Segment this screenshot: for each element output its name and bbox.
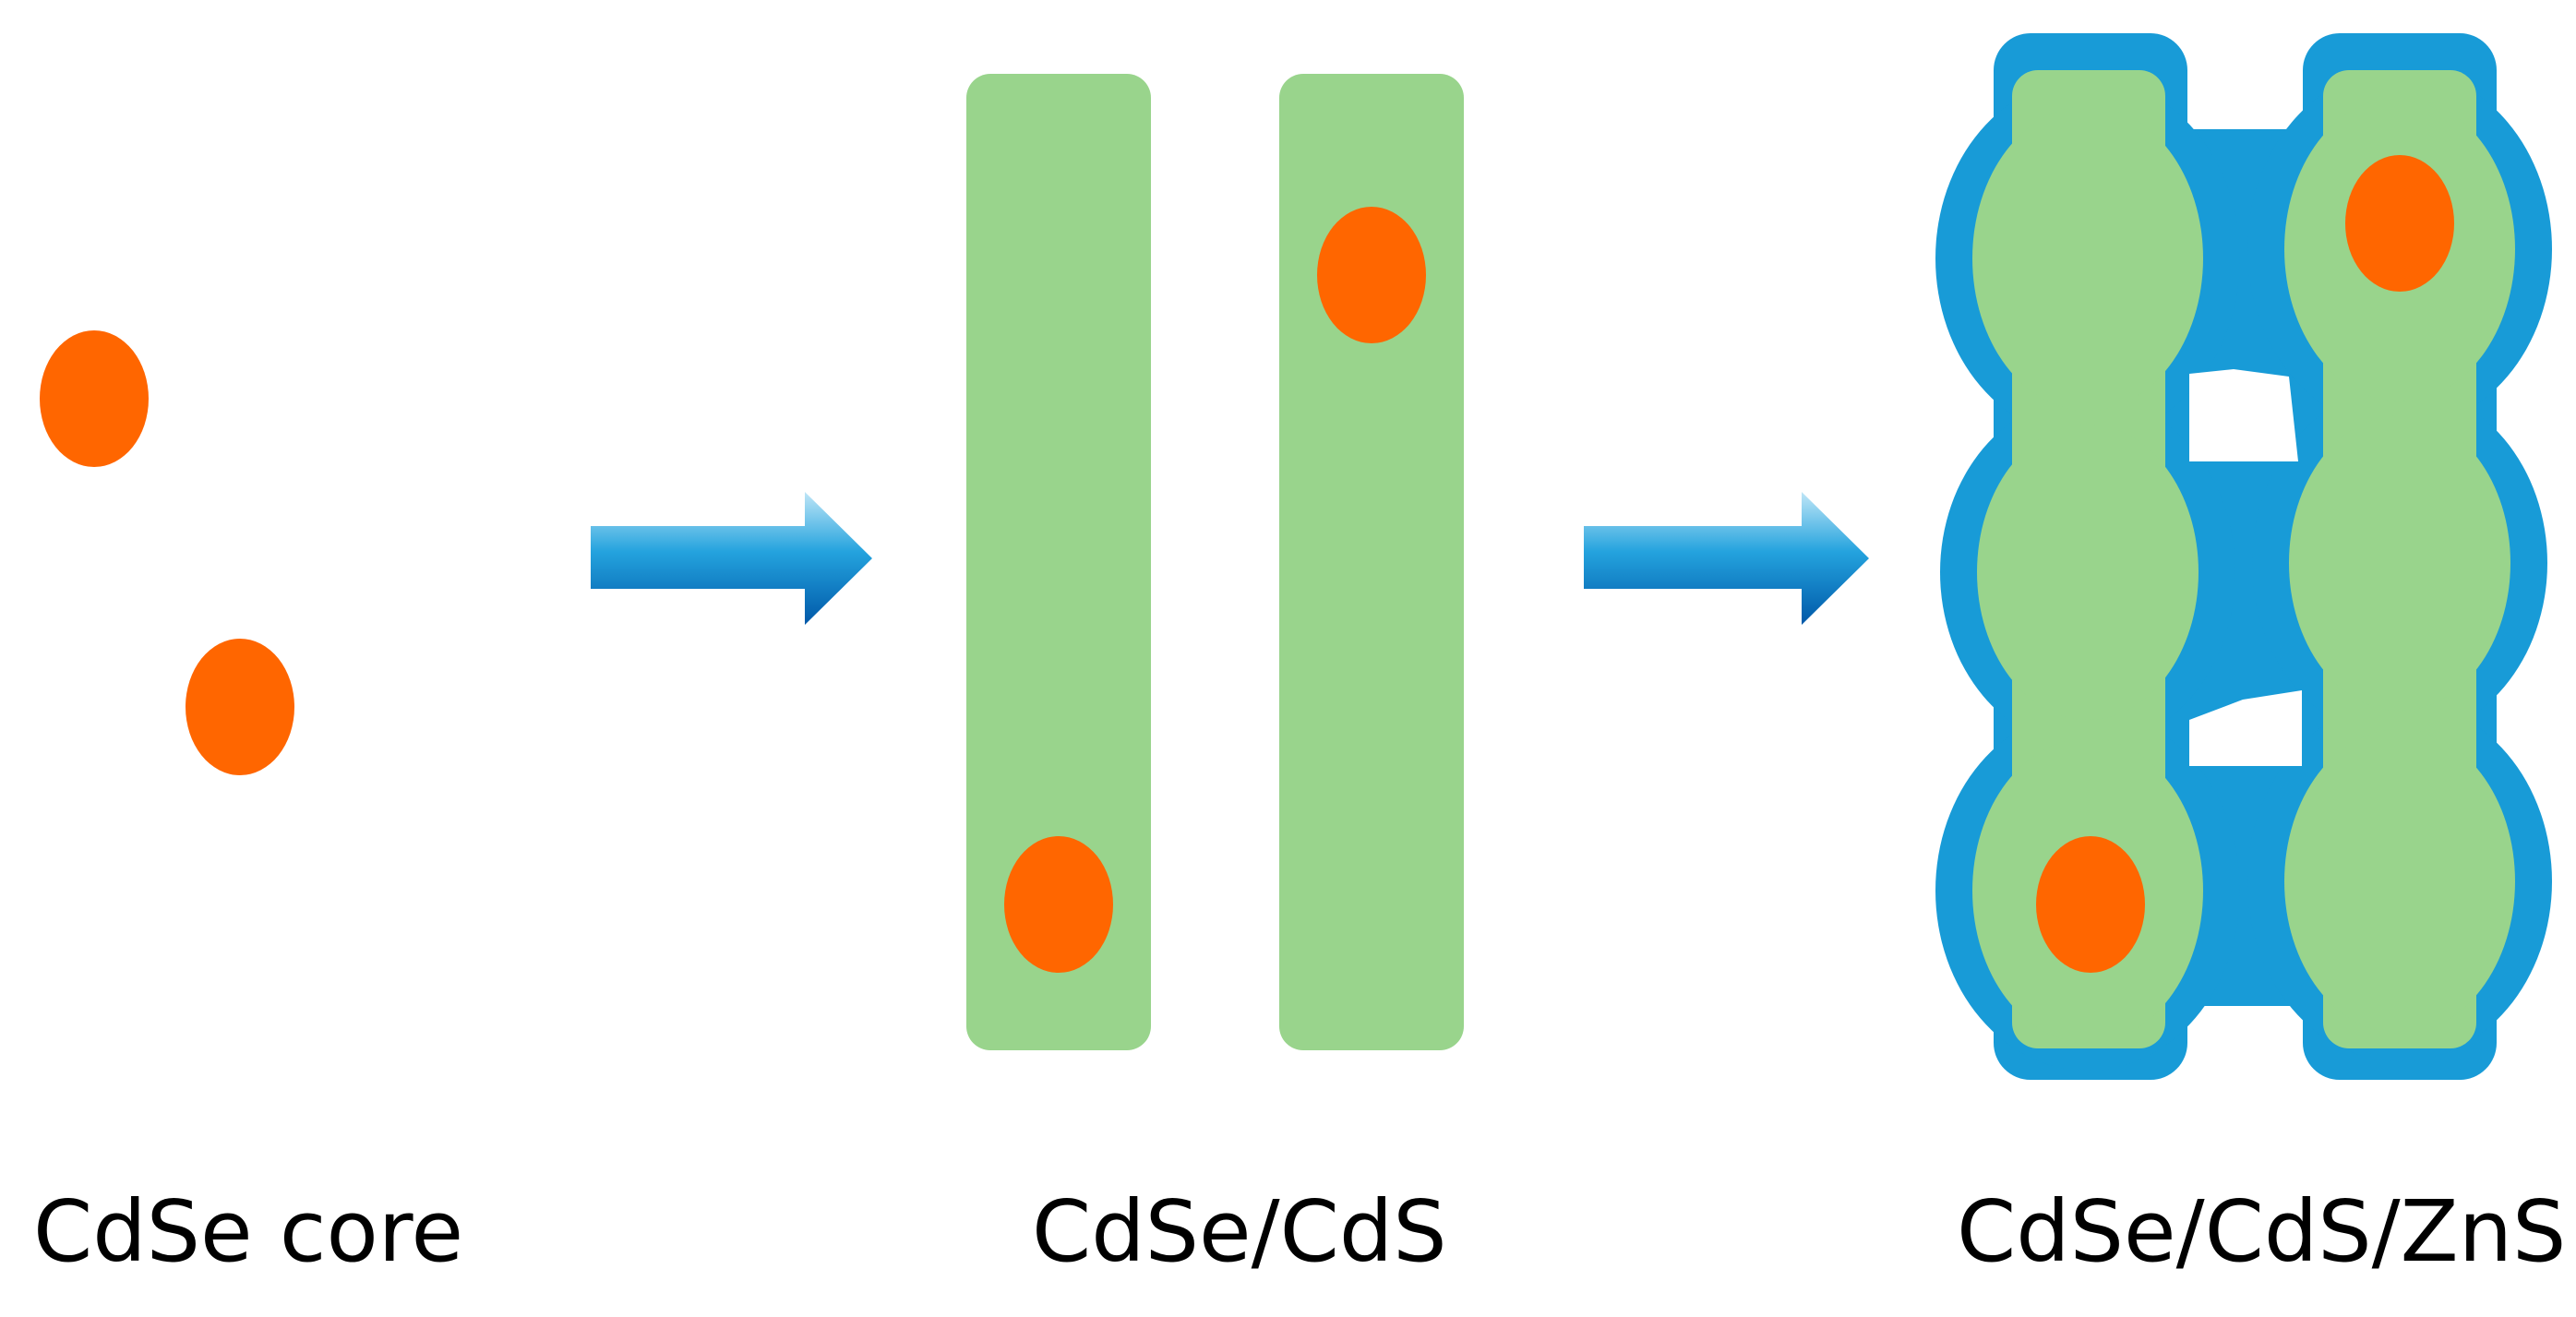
shell-gap	[2189, 369, 2298, 461]
cdse-core-dot	[2345, 155, 2454, 292]
cdse-core-dot	[1317, 207, 1426, 343]
stage-zns-group	[1935, 33, 2552, 1080]
cds-nanorod	[2284, 70, 2515, 1048]
stage-label-zns: CdSe/CdS/ZnS	[1957, 1182, 2567, 1281]
cds-nanorod	[966, 74, 1151, 1050]
cds-nanorod	[1972, 70, 2203, 1048]
cdse-core-dot	[2036, 836, 2145, 973]
cds-nanorod	[1279, 74, 1464, 1050]
stage-core-group	[40, 330, 294, 775]
cdse-core-dot	[186, 639, 294, 775]
cdse-core-dot	[40, 330, 149, 467]
arrow-right-icon	[1584, 492, 1869, 625]
stage-label-core: CdSe core	[33, 1182, 464, 1281]
arrow-right-icon	[591, 492, 872, 625]
shell-gap	[2189, 690, 2302, 766]
stage-cds-group	[966, 74, 1464, 1050]
cdse-core-dot	[1004, 836, 1113, 973]
stage-label-cds: CdSe/CdS	[1032, 1182, 1447, 1281]
